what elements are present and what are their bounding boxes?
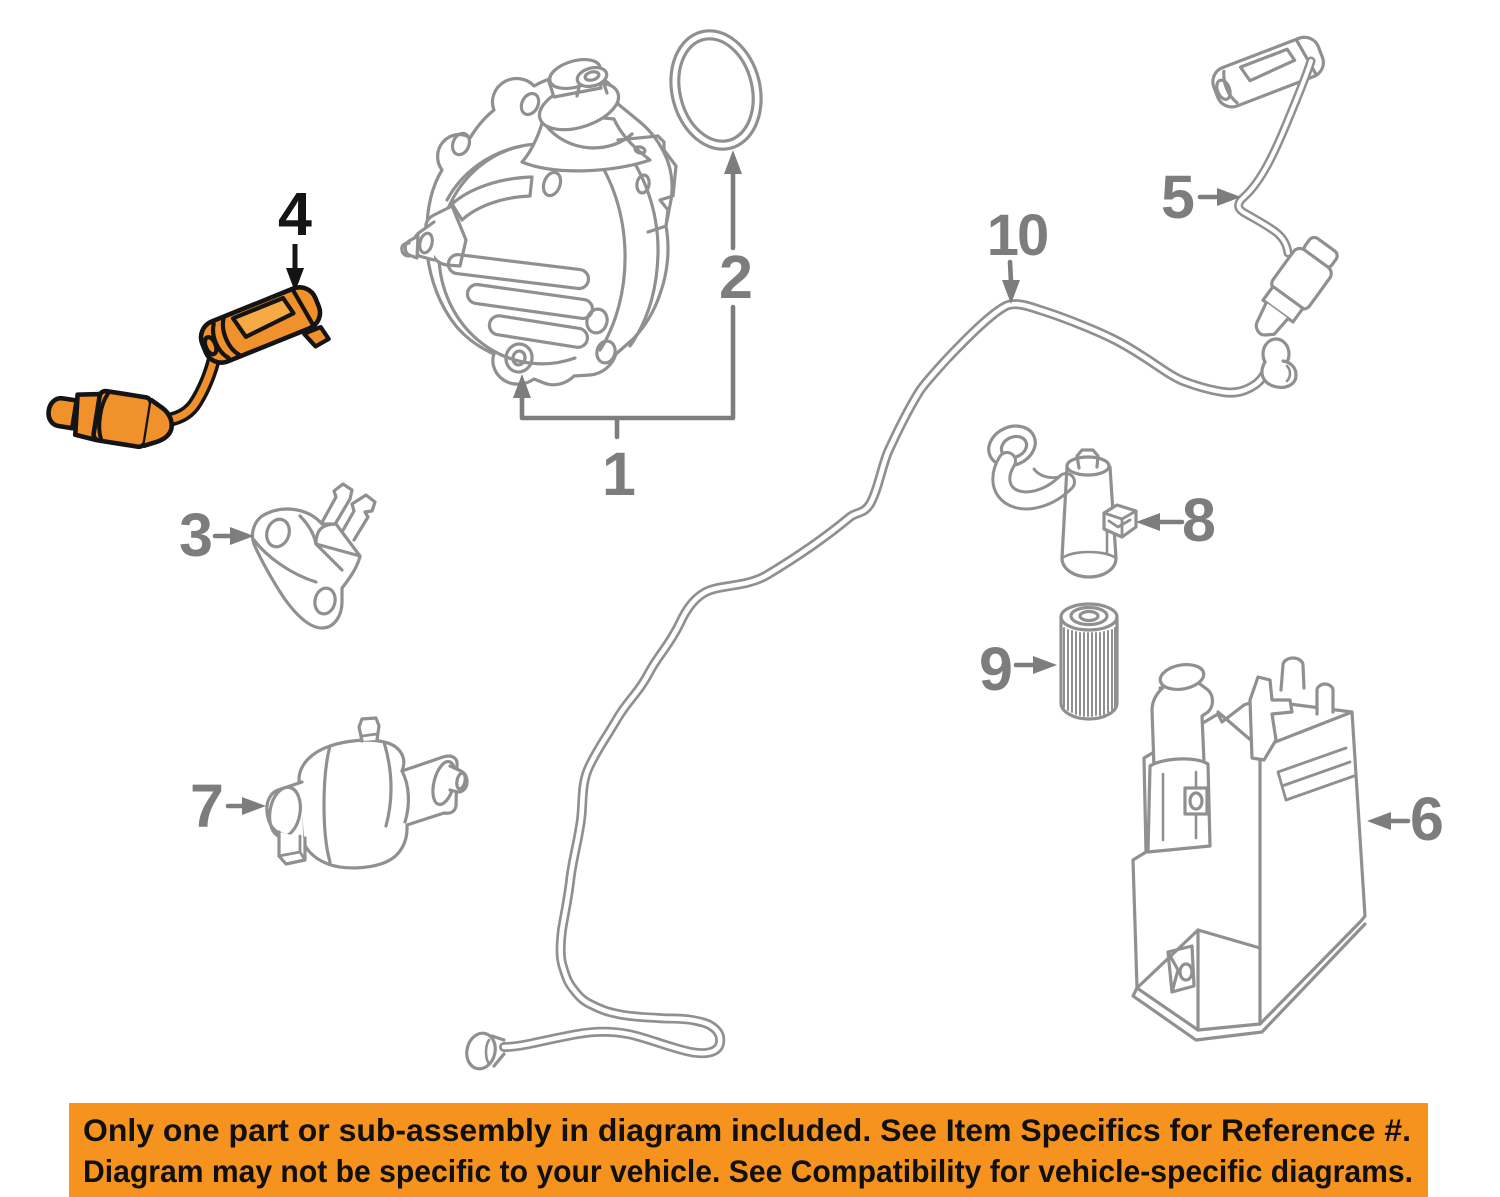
svg-text:2: 2	[719, 243, 753, 311]
svg-text:7: 7	[190, 772, 224, 840]
svg-text:10: 10	[987, 203, 1048, 268]
svg-text:8: 8	[1182, 486, 1216, 554]
svg-text:Diagram may not be specific to: Diagram may not be specific to your vehi…	[83, 1153, 1413, 1189]
svg-text:3: 3	[179, 501, 213, 569]
svg-text:1: 1	[602, 440, 636, 508]
svg-text:6: 6	[1410, 785, 1444, 853]
svg-text:9: 9	[979, 635, 1013, 703]
svg-text:Only one part or sub-assembly: Only one part or sub-assembly in diagram…	[83, 1112, 1411, 1148]
svg-text:5: 5	[1161, 163, 1195, 231]
svg-text:4: 4	[278, 180, 312, 248]
